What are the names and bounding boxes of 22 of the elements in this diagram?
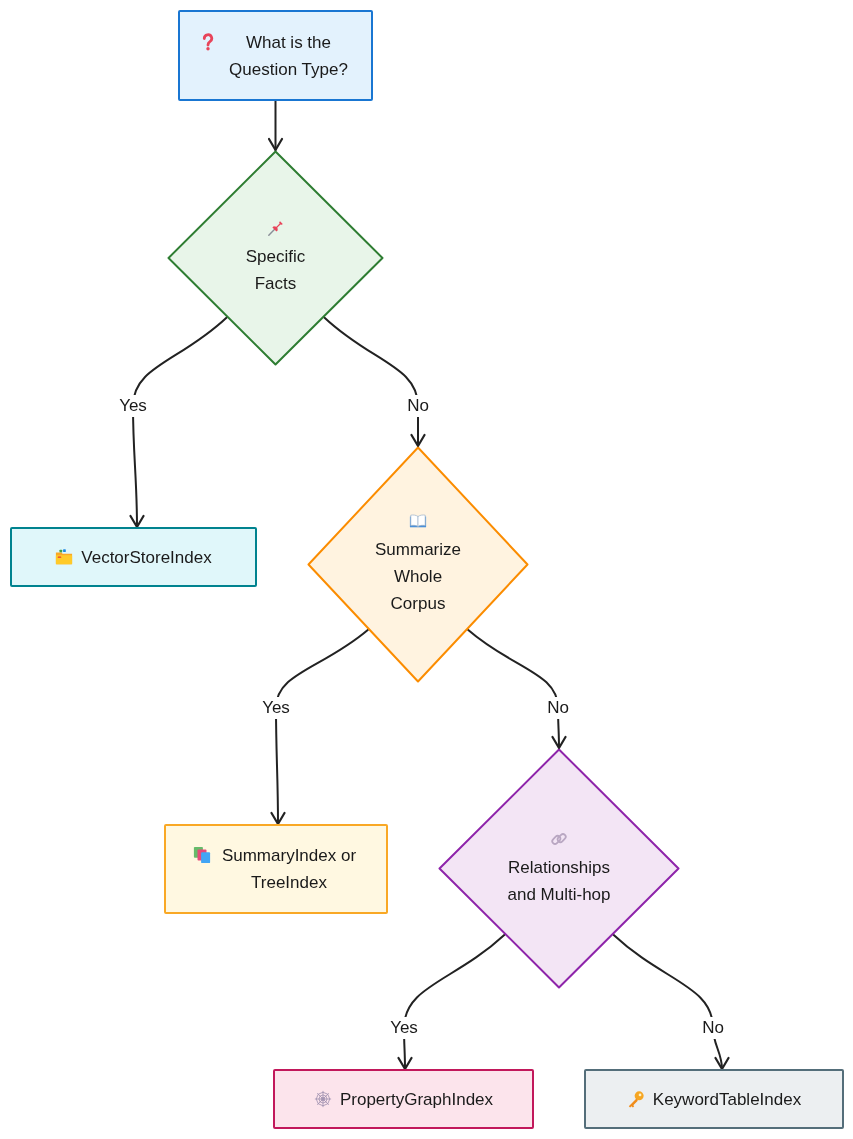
node-label: Summarize Whole Corpus xyxy=(375,540,461,613)
result-box xyxy=(273,1069,534,1129)
arrow xyxy=(267,100,284,152)
node-label: Relationships and Multi-hop xyxy=(507,857,611,904)
node-label: KeywordTableIndex xyxy=(652,1089,802,1109)
arrow xyxy=(129,316,228,529)
node-label: VectorStoreIndex xyxy=(81,547,212,567)
node-label: What is the Question Type? xyxy=(229,32,348,79)
decision-diamond xyxy=(307,446,529,683)
result-box xyxy=(584,1069,844,1129)
question-box xyxy=(178,10,373,101)
decision-diamond xyxy=(438,748,680,989)
result-box xyxy=(10,527,257,587)
arrow xyxy=(323,316,426,448)
arrow xyxy=(612,933,730,1071)
arrow xyxy=(270,628,370,826)
result-box xyxy=(164,824,388,914)
decision-diamond xyxy=(167,150,384,366)
node-label: SummaryIndex or TreeIndex xyxy=(221,846,357,892)
node-label: PropertyGraphIndex xyxy=(339,1089,494,1109)
node-label: Specific Facts xyxy=(245,247,306,293)
arrow xyxy=(397,933,506,1071)
